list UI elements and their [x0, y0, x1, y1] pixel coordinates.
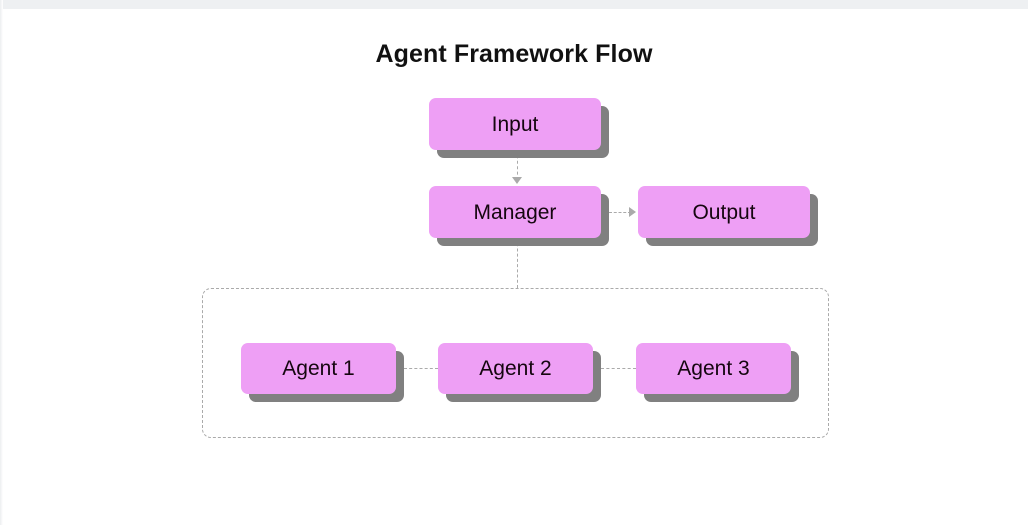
node-agent-2[interactable]: Agent 2 — [438, 343, 593, 394]
node-agent-1-label: Agent 1 — [282, 357, 355, 380]
node-output[interactable]: Output — [638, 186, 810, 238]
node-input-label: Input — [491, 112, 539, 136]
node-agent-3[interactable]: Agent 3 — [636, 343, 791, 394]
node-agent-3-label: Agent 3 — [677, 357, 750, 380]
edge-manager-to-output — [609, 212, 631, 213]
node-input[interactable]: Input — [429, 98, 601, 150]
node-output-label: Output — [692, 200, 756, 224]
node-agent-1[interactable]: Agent 1 — [241, 343, 396, 394]
node-manager[interactable]: Manager — [429, 186, 601, 238]
page-title: Agent Framework Flow — [375, 40, 653, 68]
edge-manager-to-agent-group — [517, 238, 518, 288]
edge-agent2-to-agent3 — [601, 368, 636, 369]
left-edge-band — [0, 0, 3, 525]
arrowhead-input-to-manager-icon — [512, 177, 522, 184]
agent-group-container — [202, 288, 829, 438]
edge-agent1-to-agent2 — [404, 368, 438, 369]
node-agent-2-label: Agent 2 — [479, 357, 552, 380]
arrowhead-manager-to-output-icon — [629, 207, 636, 217]
node-manager-label: Manager — [473, 200, 557, 224]
edge-input-to-manager — [517, 150, 518, 180]
top-edge-band — [0, 0, 1028, 9]
